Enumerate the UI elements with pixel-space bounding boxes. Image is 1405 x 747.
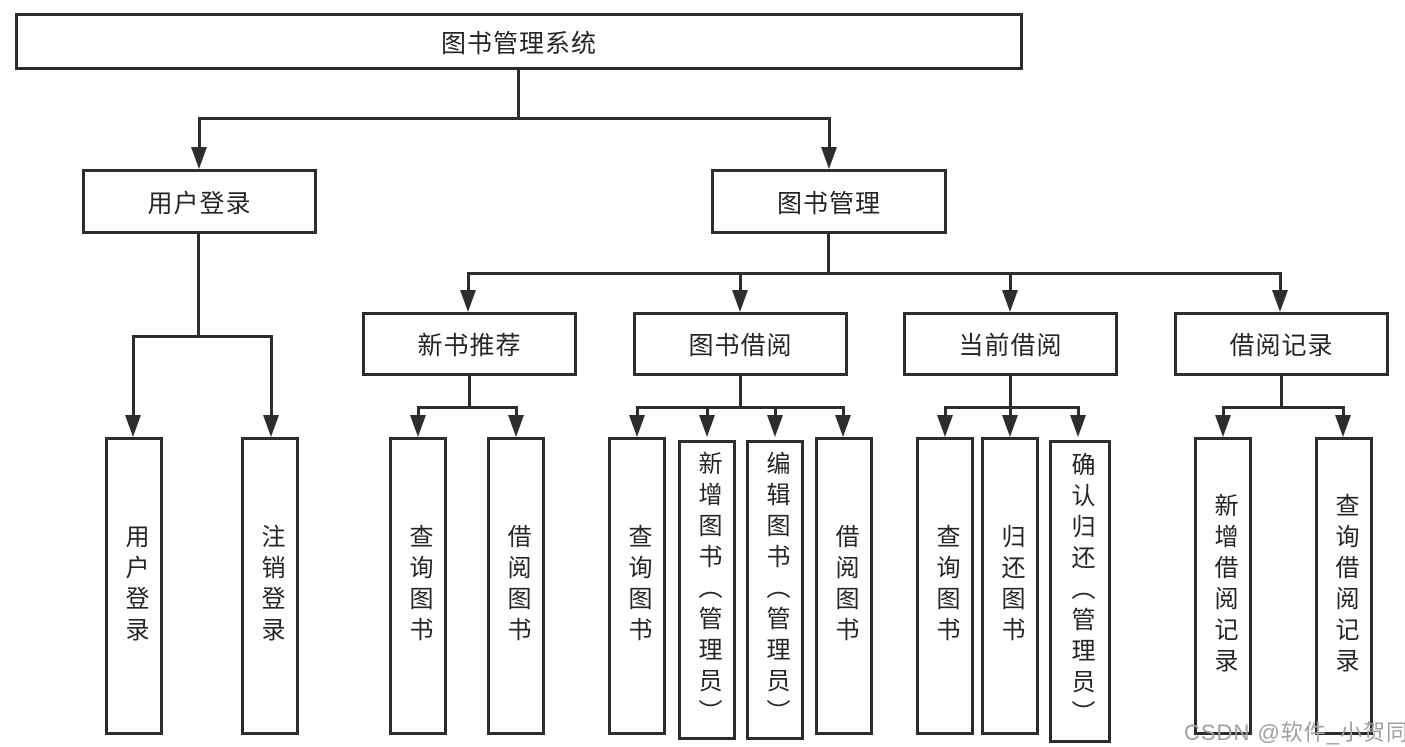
- leaf-borrow-books-borrowing: 借阅图书: [815, 437, 873, 735]
- connector-line: [828, 117, 831, 149]
- arrowhead-icon: [699, 415, 715, 437]
- connector-line: [467, 272, 1281, 275]
- arrowhead-icon: [460, 290, 476, 312]
- arrowhead-icon: [1335, 415, 1351, 437]
- connector-line: [197, 234, 200, 337]
- leaf-return-book-label: 归还图书: [997, 524, 1024, 648]
- connector-line: [270, 335, 273, 417]
- arrowhead-icon: [263, 415, 279, 437]
- node-book-management: 图书管理: [711, 169, 947, 234]
- leaf-edit-book-admin: 编辑图书（管理员）: [746, 440, 804, 740]
- connector-line: [636, 406, 845, 409]
- connector-line: [1222, 406, 1345, 409]
- connector-line: [774, 406, 777, 417]
- arrowhead-icon: [629, 415, 645, 437]
- leaf-add-book-admin-label: 新增图书（管理员）: [694, 450, 721, 730]
- node-borrowing-records: 借阅记录: [1174, 312, 1389, 376]
- arrowhead-icon: [835, 415, 851, 437]
- node-current-borrowing: 当前借阅: [903, 312, 1118, 376]
- leaf-query-borrow-record-label: 查询借阅记录: [1331, 493, 1358, 679]
- leaf-query-books-borrowing: 查询图书: [608, 437, 666, 735]
- leaf-borrow-books-recommend-label: 借阅图书: [503, 524, 530, 648]
- connector-line: [842, 406, 845, 417]
- node-book-borrowing-label: 图书借阅: [688, 332, 793, 360]
- arrowhead-icon: [767, 415, 783, 437]
- connector-line: [1009, 406, 1012, 417]
- connector-line: [467, 272, 470, 292]
- leaf-query-books-current-label: 查询图书: [932, 524, 959, 648]
- leaf-logout-label: 注销登录: [257, 524, 284, 648]
- leaf-query-books-recommend: 查询图书: [389, 437, 447, 735]
- connector-line: [1009, 376, 1012, 408]
- leaf-query-books-recommend-label: 查询图书: [405, 524, 432, 648]
- leaf-confirm-return-admin-label: 确认归还（管理员）: [1067, 452, 1094, 731]
- node-borrowing-records-label: 借阅记录: [1229, 332, 1334, 360]
- arrowhead-icon: [1002, 415, 1018, 437]
- connector-line: [1009, 272, 1012, 292]
- node-book-management-label: 图书管理: [776, 189, 881, 218]
- connector-line: [1280, 376, 1283, 408]
- leaf-query-borrow-record: 查询借阅记录: [1315, 437, 1373, 735]
- node-current-borrowing-label: 当前借阅: [958, 332, 1063, 360]
- node-root-label: 图书管理系统: [440, 29, 597, 58]
- leaf-borrow-books-borrowing-label: 借阅图书: [831, 524, 858, 648]
- connector-line: [132, 335, 135, 417]
- connector-line: [944, 406, 947, 417]
- arrowhead-icon: [191, 147, 207, 169]
- node-user-login: 用户登录: [82, 169, 317, 234]
- leaf-user-login-label: 用户登录: [121, 524, 148, 648]
- leaf-borrow-books-recommend: 借阅图书: [487, 437, 545, 735]
- node-new-book-recommend: 新书推荐: [362, 312, 577, 376]
- connector-line: [417, 406, 518, 409]
- connector-line: [132, 335, 273, 338]
- connector-line: [517, 69, 520, 118]
- connector-line: [468, 376, 471, 408]
- arrowhead-icon: [125, 415, 141, 437]
- connector-line: [827, 234, 830, 274]
- node-user-login-label: 用户登录: [147, 189, 252, 218]
- arrowhead-icon: [1272, 290, 1288, 312]
- leaf-confirm-return-admin: 确认归还（管理员）: [1049, 440, 1111, 743]
- arrowhead-icon: [1215, 415, 1231, 437]
- leaf-logout: 注销登录: [241, 437, 299, 735]
- connector-line: [944, 406, 1080, 409]
- leaf-return-book: 归还图书: [981, 437, 1039, 735]
- connector-line: [1222, 406, 1225, 417]
- node-root: 图书管理系统: [15, 13, 1023, 70]
- leaf-add-borrow-record: 新增借阅记录: [1194, 437, 1252, 735]
- csdn-watermark: CSDN @软件_小贺同学: [1184, 720, 1405, 745]
- connector-line: [739, 272, 742, 292]
- connector-line: [1279, 272, 1282, 292]
- leaf-edit-book-admin-label: 编辑图书（管理员）: [762, 450, 789, 730]
- arrowhead-icon: [508, 415, 524, 437]
- leaf-query-books-current: 查询图书: [916, 437, 974, 735]
- node-book-borrowing: 图书借阅: [633, 312, 848, 376]
- node-new-book-recommend-label: 新书推荐: [417, 332, 522, 360]
- arrowhead-icon: [410, 415, 426, 437]
- leaf-user-login: 用户登录: [105, 437, 163, 735]
- connector-line: [198, 117, 831, 120]
- connector-line: [706, 406, 709, 417]
- connector-line: [636, 406, 639, 417]
- arrowhead-icon: [1070, 415, 1086, 437]
- leaf-add-book-admin: 新增图书（管理员）: [678, 440, 736, 740]
- arrowhead-icon: [937, 415, 953, 437]
- connector-line: [417, 406, 420, 417]
- leaf-add-borrow-record-label: 新增借阅记录: [1210, 493, 1237, 679]
- connector-line: [515, 406, 518, 417]
- connector-line: [1342, 406, 1345, 417]
- leaf-query-books-borrowing-label: 查询图书: [624, 524, 651, 648]
- connector-line: [1077, 406, 1080, 417]
- arrowhead-icon: [1002, 290, 1018, 312]
- connector-line: [198, 117, 201, 149]
- connector-line: [739, 376, 742, 408]
- arrowhead-icon: [732, 290, 748, 312]
- arrowhead-icon: [821, 147, 837, 169]
